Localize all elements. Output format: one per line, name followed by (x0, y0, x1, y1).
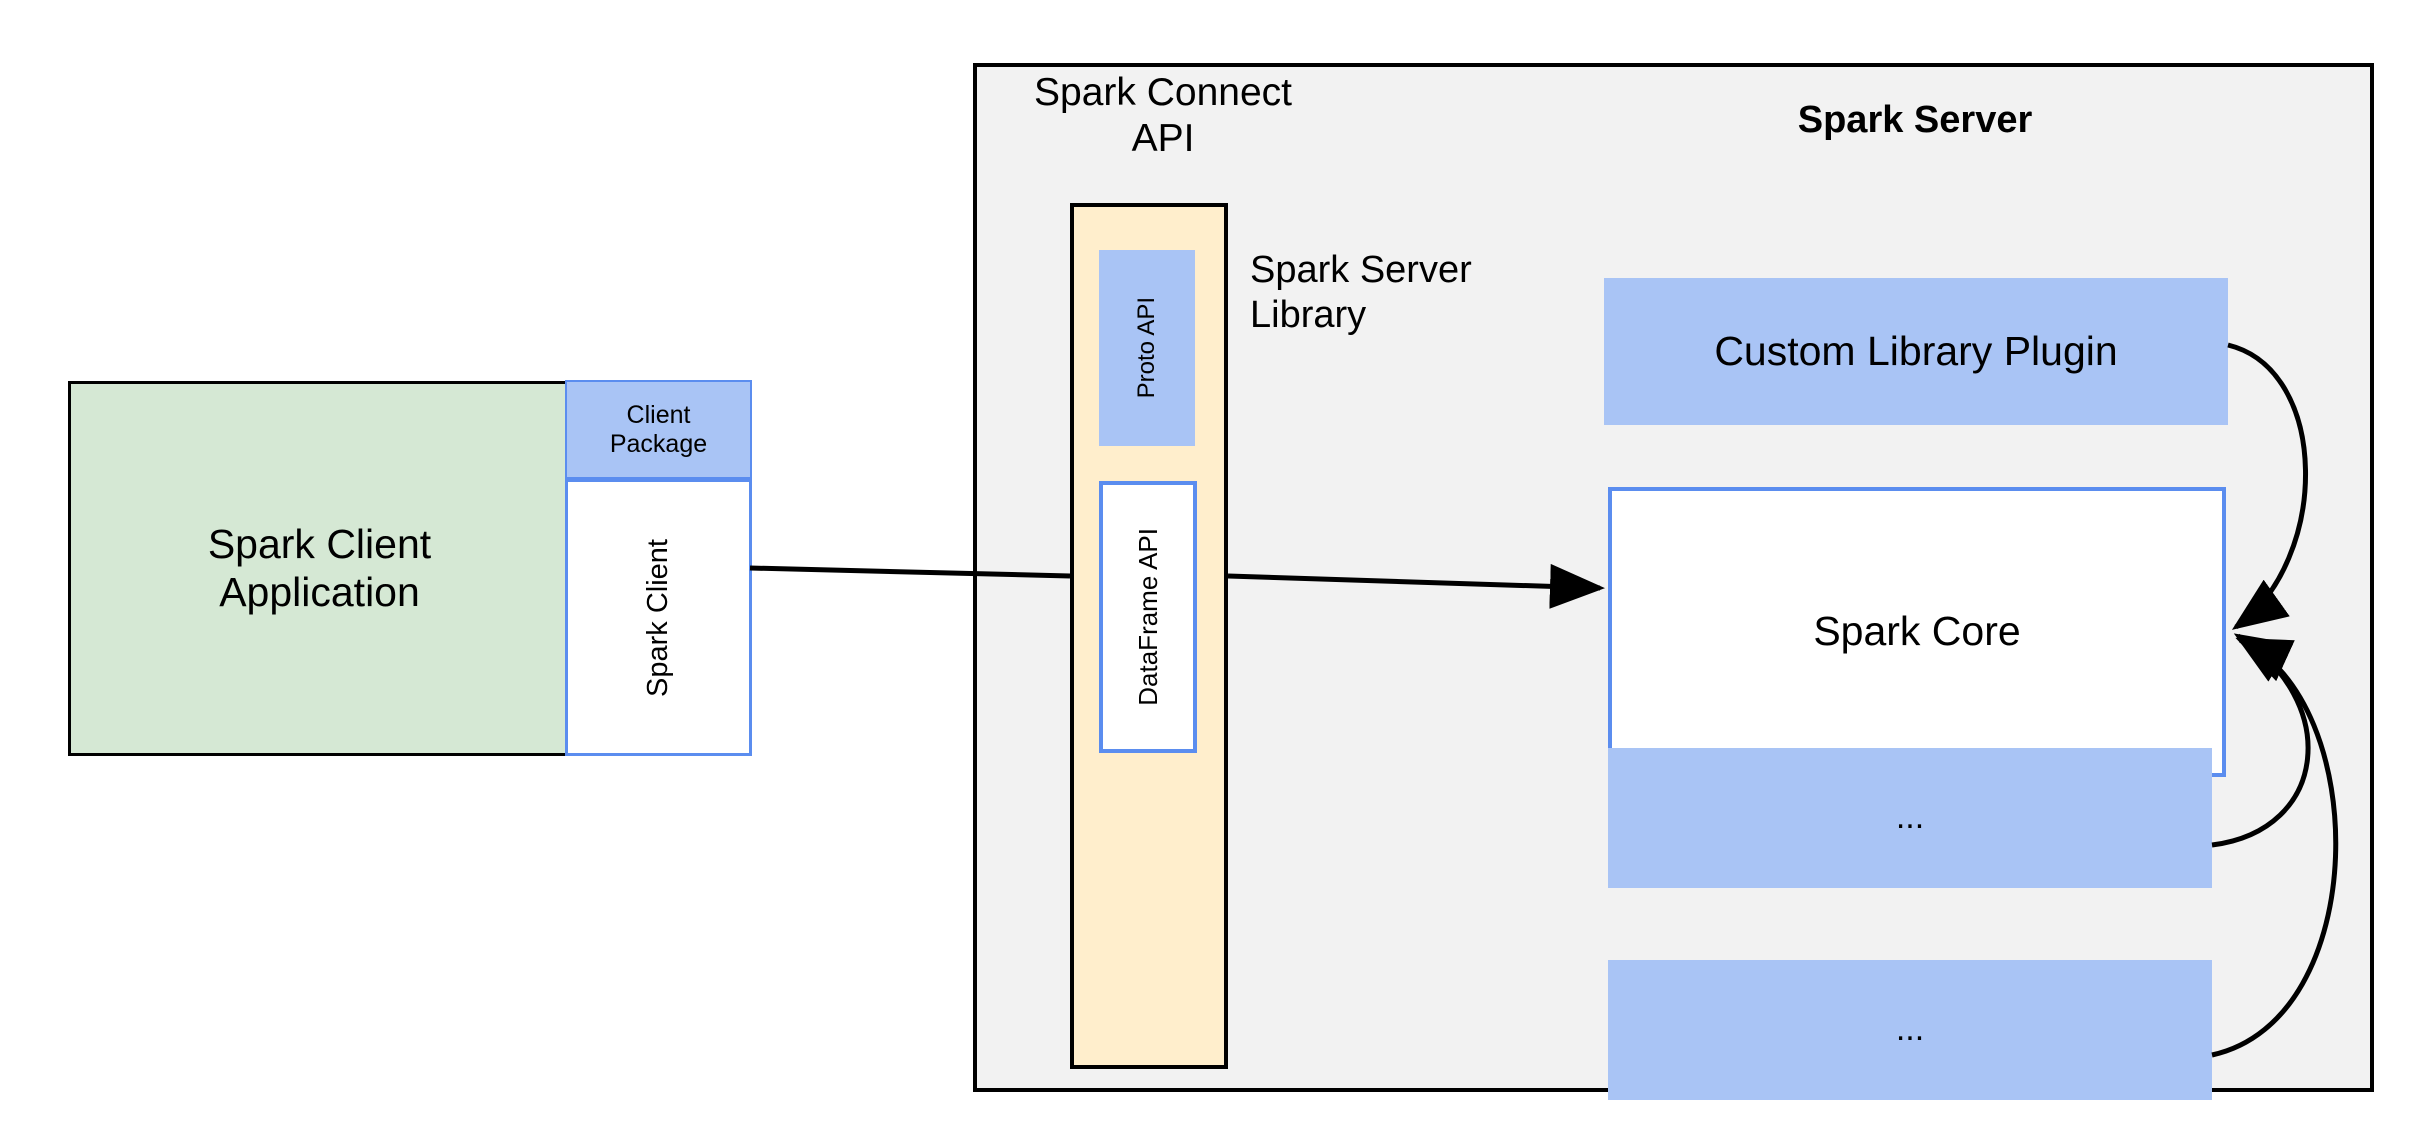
spark-client-label: Spark Client (641, 538, 674, 697)
proto-api-box[interactable]: Proto API (1099, 250, 1195, 446)
server-component-ellipsis-1[interactable]: ... (1608, 748, 2212, 888)
proto-api-label: Proto API (1133, 297, 1161, 399)
client-package-box[interactable]: Client Package (565, 380, 752, 479)
spark-core-box[interactable]: Spark Core (1608, 487, 2226, 777)
spark-server-library-label: Spark Server Library (1250, 249, 1472, 336)
spark-connect-api-label: Spark Connect API (1034, 71, 1292, 161)
dataframe-api-label: DataFrame API (1132, 528, 1163, 706)
custom-library-plugin-box[interactable]: Custom Library Plugin (1604, 278, 2228, 425)
dataframe-api-box[interactable]: DataFrame API (1099, 481, 1197, 753)
spark-client-box[interactable]: Spark Client (565, 479, 752, 756)
spark-client-application-box[interactable]: Spark Client Application (68, 381, 571, 756)
spark-server-title: Spark Server (1797, 99, 2033, 141)
server-component-ellipsis-2[interactable]: ... (1608, 960, 2212, 1100)
